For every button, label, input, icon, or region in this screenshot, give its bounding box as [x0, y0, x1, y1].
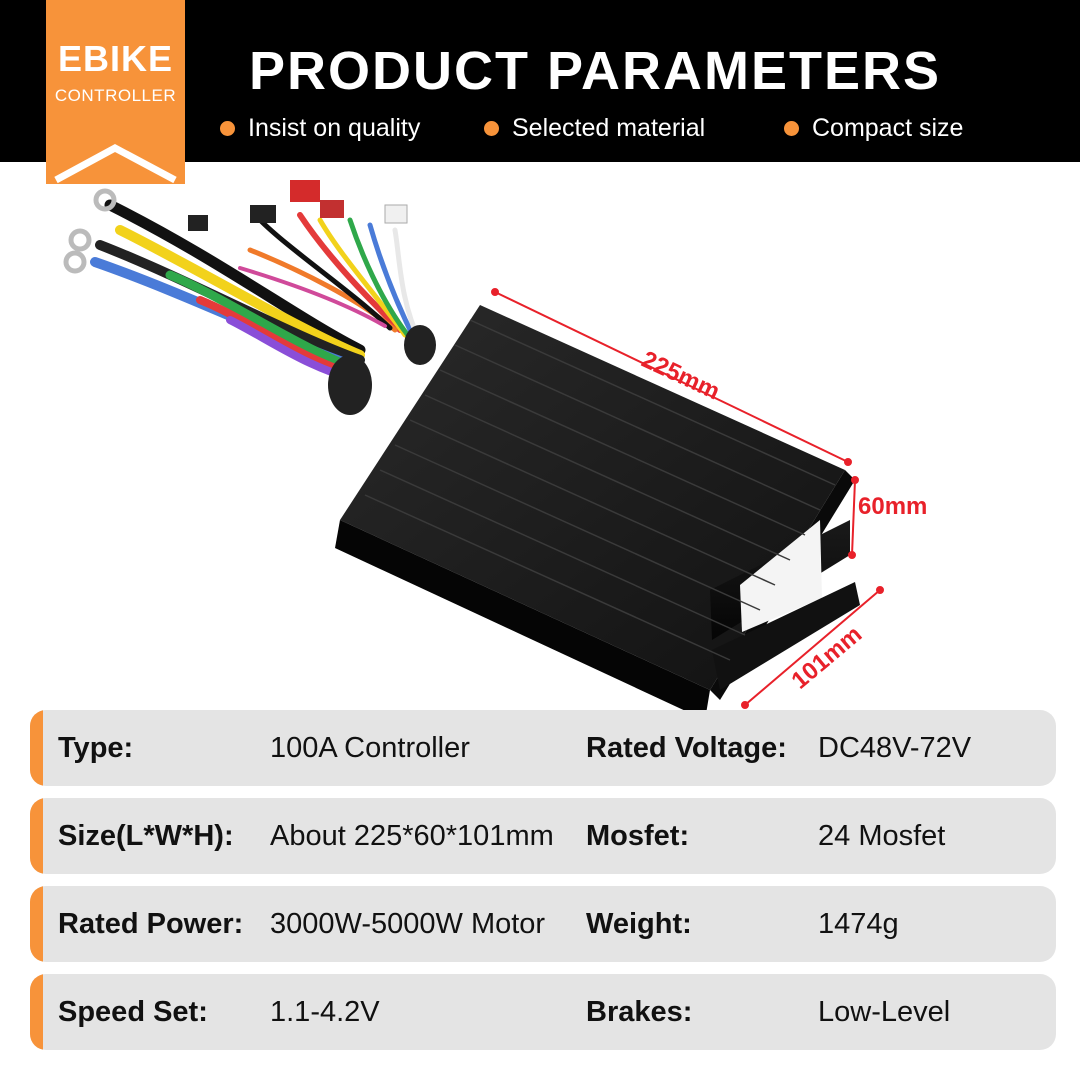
row-accent — [30, 798, 43, 874]
feature-item: Compact size — [784, 112, 963, 144]
spec-label: Type: — [58, 731, 134, 764]
spec-label-2: Mosfet: — [586, 819, 690, 852]
spec-label-2: Brakes: — [586, 995, 693, 1028]
height-dimension: 60mm — [858, 493, 927, 520]
bullet-dot-icon — [484, 120, 499, 136]
spec-value-2: 1474g — [818, 907, 899, 940]
feature-list: Insist on quality Selected material Comp… — [0, 112, 1080, 144]
feature-label: Compact size — [812, 113, 964, 142]
bullet-dot-icon — [784, 120, 799, 136]
dimension-lines — [491, 288, 884, 709]
brand-name: EBIKE — [57, 38, 174, 79]
row-accent — [30, 886, 43, 962]
spec-value-2: 24 Mosfet — [818, 819, 946, 852]
brand-badge: EBIKE CONTROLLER — [46, 0, 185, 184]
spec-row: Speed Set: 1.1-4.2V Brakes: Low-Level — [30, 974, 1056, 1050]
feature-item: Selected material — [484, 112, 705, 144]
cable-bundle — [90, 199, 423, 386]
spec-row: Rated Power: 3000W-5000W Motor Weight: 1… — [30, 886, 1056, 962]
chevron-up-icon — [54, 144, 177, 184]
row-accent — [30, 710, 43, 786]
spec-value: 100A Controller — [270, 731, 470, 764]
controller-box — [328, 305, 860, 710]
feature-label: Selected material — [512, 113, 706, 142]
spec-label: Rated Power: — [58, 907, 244, 940]
spec-label: Size(L*W*H): — [58, 819, 234, 852]
spec-value-2: Low-Level — [818, 995, 951, 1028]
spec-value: About 225*60*101mm — [270, 819, 554, 852]
connectors — [63, 180, 408, 274]
spec-label-2: Rated Voltage: — [586, 731, 787, 764]
product-image: 225mm 60mm 101mm — [63, 180, 927, 710]
spec-label-2: Weight: — [586, 907, 692, 940]
spec-value-2: DC48V-72V — [818, 731, 972, 764]
spec-value: 3000W-5000W Motor — [270, 907, 546, 940]
bullet-dot-icon — [220, 120, 235, 136]
feature-label: Insist on quality — [248, 113, 421, 142]
row-accent — [30, 974, 43, 1050]
feature-item: Insist on quality — [220, 112, 420, 144]
spec-label: Speed Set: — [58, 995, 208, 1028]
spec-value: 1.1-4.2V — [270, 995, 380, 1028]
spec-row: Size(L*W*H): About 225*60*101mm Mosfet: … — [30, 798, 1056, 874]
brand-subtitle: CONTROLLER — [54, 86, 177, 105]
page-title: PRODUCT PARAMETERS — [248, 41, 941, 101]
spec-row: Type: 100A Controller Rated Voltage: DC4… — [30, 710, 1056, 786]
